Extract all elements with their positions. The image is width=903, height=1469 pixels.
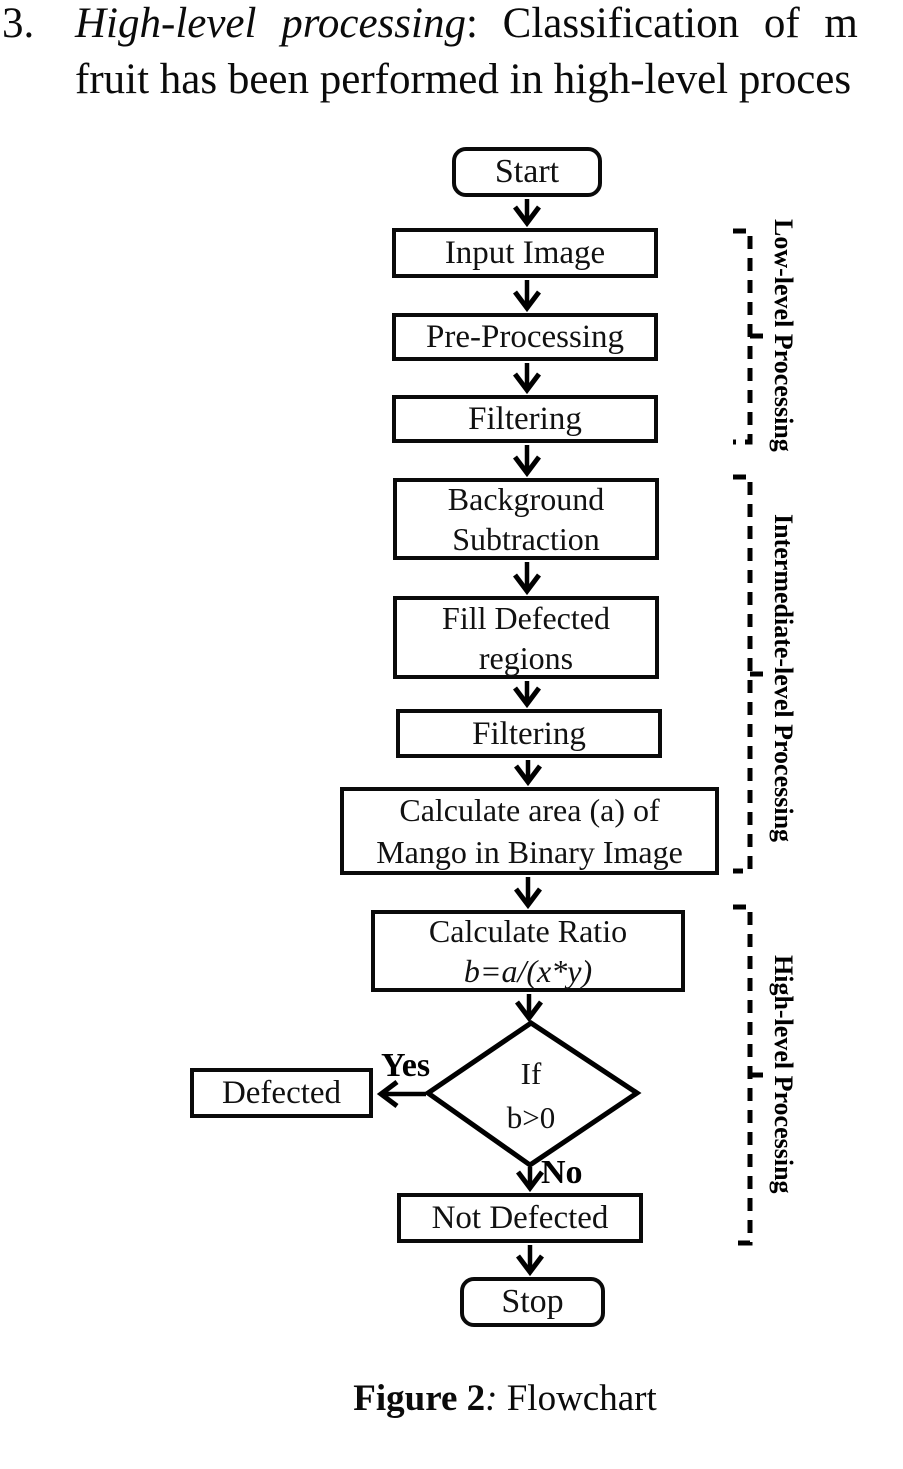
flow-node-calculate-ratio: Calculate Ratio b=a/(x*y) (371, 910, 685, 992)
heading-line-1: 3. High-level processing: Classification… (0, 0, 903, 52)
stage-label-intermediate-level: Intermediate-level Processing (769, 514, 798, 843)
flow-node-start: Start (452, 147, 602, 197)
flow-node-pre-processing: Pre-Processing (392, 313, 658, 361)
flow-node-decision: If b>0 (466, 1050, 596, 1142)
heading-rest: : Classification of m (465, 0, 858, 47)
section-heading: 3. High-level processing: Classification… (0, 0, 903, 108)
bracket-low-level (733, 228, 753, 445)
list-number: 3. (2, 0, 35, 47)
node-label: Pre-Processing (426, 319, 624, 355)
heading-line-2: fruit has been performed in high-level p… (75, 56, 852, 103)
figure-caption-text: Flowchart (497, 1378, 657, 1419)
node-label: regions (478, 639, 574, 676)
flow-node-background-subtraction: Background Subtraction (393, 478, 659, 560)
node-label: Background (447, 481, 605, 517)
edge-label-yes: Yes (381, 1047, 431, 1084)
node-label: Filtering (468, 401, 582, 437)
figure-caption: Figure 2: Flowchart (295, 1377, 715, 1420)
node-label: Calculate Ratio (428, 913, 628, 949)
node-label: b>0 (506, 1100, 556, 1135)
node-label: Fill Defected (442, 599, 610, 636)
flow-node-stop: Stop (460, 1277, 605, 1327)
node-formula: b=a/(x*y) (463, 953, 593, 989)
decision-diamond-shape (423, 1019, 642, 1169)
node-label: Defected (221, 1075, 342, 1111)
stage-label-high-level: High-level Processing (769, 954, 798, 1194)
bracket-intermediate-level (733, 474, 753, 874)
node-label: Input Image (444, 235, 606, 271)
node-label: Calculate area (a) of (399, 792, 660, 828)
flow-node-input-image: Input Image (392, 228, 658, 278)
flow-node-calculate-area: Calculate area (a) of Mango in Binary Im… (340, 787, 719, 875)
stage-brackets (733, 228, 769, 1246)
figure-caption-label: Figure 2 (353, 1378, 486, 1419)
node-label: Not Defected (431, 1200, 609, 1236)
node-label: Start (494, 153, 560, 190)
flow-node-defected: Defected (190, 1068, 373, 1118)
figure-caption-separator: : (485, 1378, 498, 1419)
flow-arrows (376, 199, 544, 1277)
node-label: Stop (501, 1283, 564, 1320)
heading-italic-term: High-level processing (75, 0, 466, 47)
flow-node-filtering-2: Filtering (396, 709, 662, 758)
node-label: If (520, 1056, 542, 1091)
flow-node-fill-defected-regions: Fill Defected regions (393, 596, 659, 679)
stage-label-low-level: Low-level Processing (769, 218, 798, 452)
node-label: Mango in Binary Image (376, 834, 683, 870)
edge-label-no: No (541, 1154, 583, 1191)
node-label: Filtering (472, 715, 586, 752)
flow-node-filtering-1: Filtering (392, 395, 658, 443)
bracket-high-level (733, 904, 753, 1246)
node-label: Subtraction (452, 521, 600, 557)
flow-node-not-defected: Not Defected (397, 1193, 643, 1243)
